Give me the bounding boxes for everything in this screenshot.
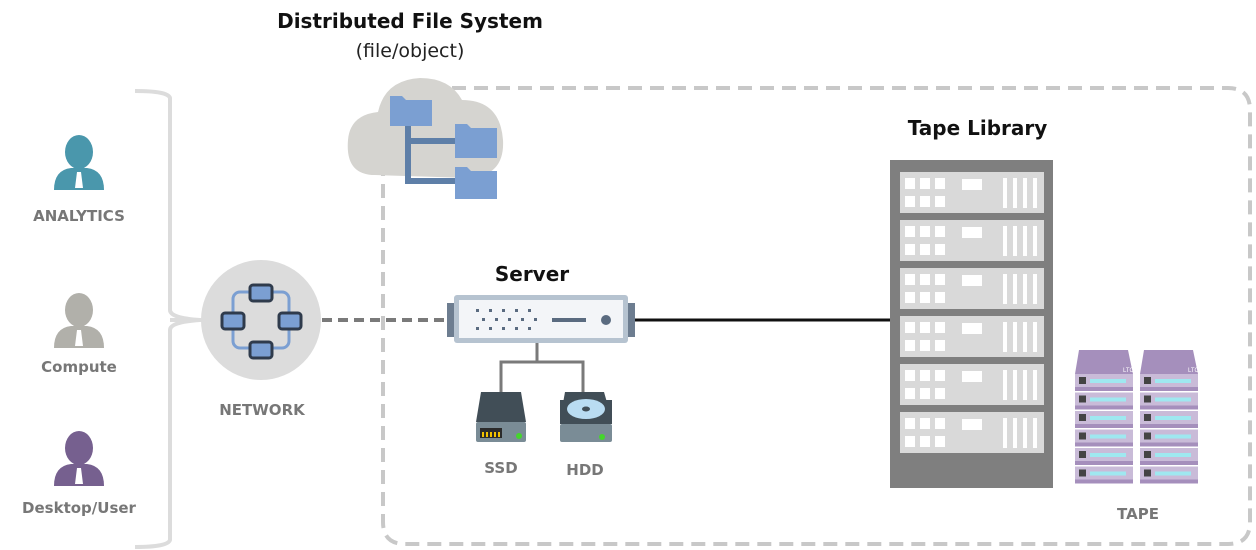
tape-cartridge <box>1075 429 1133 447</box>
client-label-desktop: Desktop/User <box>22 499 136 517</box>
ssd-label: SSD <box>484 459 518 477</box>
network-topology-icon <box>201 260 321 380</box>
client-label-analytics: ANALYTICS <box>33 207 125 225</box>
server-title: Server <box>494 262 570 286</box>
svg-text:LTO: LTO <box>1123 368 1134 374</box>
ssd-icon <box>476 392 526 442</box>
network-label: NETWORK <box>219 401 305 419</box>
rack-unit <box>900 316 1044 357</box>
client-label-compute: Compute <box>41 358 117 376</box>
tape-label: TAPE <box>1117 505 1159 523</box>
tape-cartridge <box>1140 374 1198 391</box>
rack-unit <box>900 412 1044 453</box>
tape-cartridge <box>1075 466 1133 484</box>
tape-cartridge <box>1075 411 1133 428</box>
tape-library-title: Tape Library <box>907 116 1048 140</box>
tape-library-rack-icon <box>890 160 1053 488</box>
tape-cartridge <box>1075 448 1133 465</box>
tape-cartridge <box>1140 392 1198 410</box>
dfs-title: Distributed File System <box>277 9 543 33</box>
tape-column: LTO <box>1075 350 1134 484</box>
hdd-label: HDD <box>566 461 604 479</box>
dfs-subtitle: (file/object) <box>355 40 465 62</box>
hdd-icon <box>560 392 612 442</box>
tape-cartridge <box>1140 466 1198 484</box>
cloud-folder-tree-icon <box>347 78 504 199</box>
tape-cartridge <box>1075 392 1133 410</box>
tape-cartridge <box>1140 448 1198 465</box>
user-icon-analytics <box>54 135 104 190</box>
user-icon-compute <box>54 293 104 348</box>
rack-unit <box>900 268 1044 309</box>
lto-tape-stack-icon: LTO LTO <box>1075 350 1199 484</box>
svg-text:LTO: LTO <box>1188 368 1199 374</box>
tape-cartridge <box>1140 411 1198 428</box>
rack-unit <box>900 364 1044 405</box>
rack-unit <box>900 220 1044 261</box>
storage-enclosure-border <box>381 86 1252 546</box>
rack-unit <box>900 172 1044 213</box>
tape-cartridge <box>1140 429 1198 447</box>
rack-server-icon <box>447 295 635 343</box>
tape-column: LTO <box>1140 350 1199 484</box>
tape-cartridge <box>1075 374 1133 391</box>
user-icon-desktop <box>54 431 104 486</box>
server-to-storage-lines <box>499 343 585 392</box>
